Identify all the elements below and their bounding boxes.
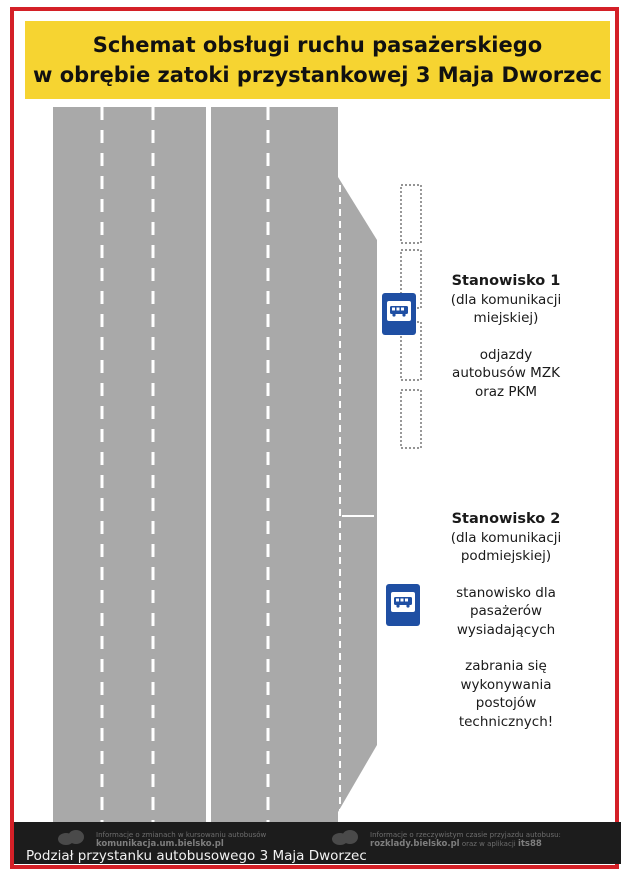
bus-stop-sign-icon: [382, 293, 416, 335]
footer-right-info: Informacje o rzeczywistym czasie przyjaz…: [370, 831, 561, 849]
station-1-name: Stanowisko 1: [451, 273, 561, 289]
footer-app-prefix: oraz w aplikacji: [461, 840, 516, 848]
bus-icon: [390, 306, 408, 317]
station-1-info: Stanowisko 1 (dla komunikacji miejskiej)…: [421, 272, 591, 401]
bus-slot-1: [400, 184, 422, 244]
station-2-info: Stanowisko 2 (dla komunikacji podmiejski…: [421, 510, 591, 731]
footer-right-link[interactable]: rozklady.bielsko.pl: [370, 839, 460, 849]
road-surface: [53, 107, 338, 822]
station-2-note-2: zabrania się wykonywania postojów techni…: [458, 658, 554, 730]
title-line-1: Schemat obsługi ruchu pasażerskiego: [92, 33, 543, 57]
station-2-name: Stanowisko 2: [451, 511, 561, 527]
station-1-type: (dla komunikacji miejskiej): [450, 291, 562, 327]
road-center-line: [206, 107, 211, 822]
footer-app-name: its88: [517, 839, 542, 849]
image-caption: Podział przystanku autobusowego 3 Maja D…: [26, 848, 367, 864]
footer-left-info: Informacje o zmianach w kursowaniu autob…: [96, 831, 267, 849]
title-line-2: w obrębie zatoki przystankowej 3 Maja Dw…: [32, 63, 603, 87]
bus-bay: [338, 177, 377, 812]
station-2-type: (dla komunikacji podmiejskiej): [450, 529, 562, 565]
caption-bar: [14, 822, 621, 864]
station-2-note-1: stanowisko dla pasażerów wysiadających: [456, 584, 556, 638]
bus-slot-4: [400, 389, 422, 449]
realtime-icon: [332, 830, 358, 845]
title-banner: Schemat obsługi ruchu pasażerskiego w ob…: [25, 21, 610, 99]
info-icon: [58, 830, 84, 845]
station-1-note: odjazdy autobusów MZK oraz PKM: [452, 346, 560, 400]
footer-left-link[interactable]: komunikacja.um.bielsko.pl: [96, 839, 224, 849]
bus-icon: [394, 597, 412, 608]
bus-stop-sign-icon: [386, 584, 420, 626]
